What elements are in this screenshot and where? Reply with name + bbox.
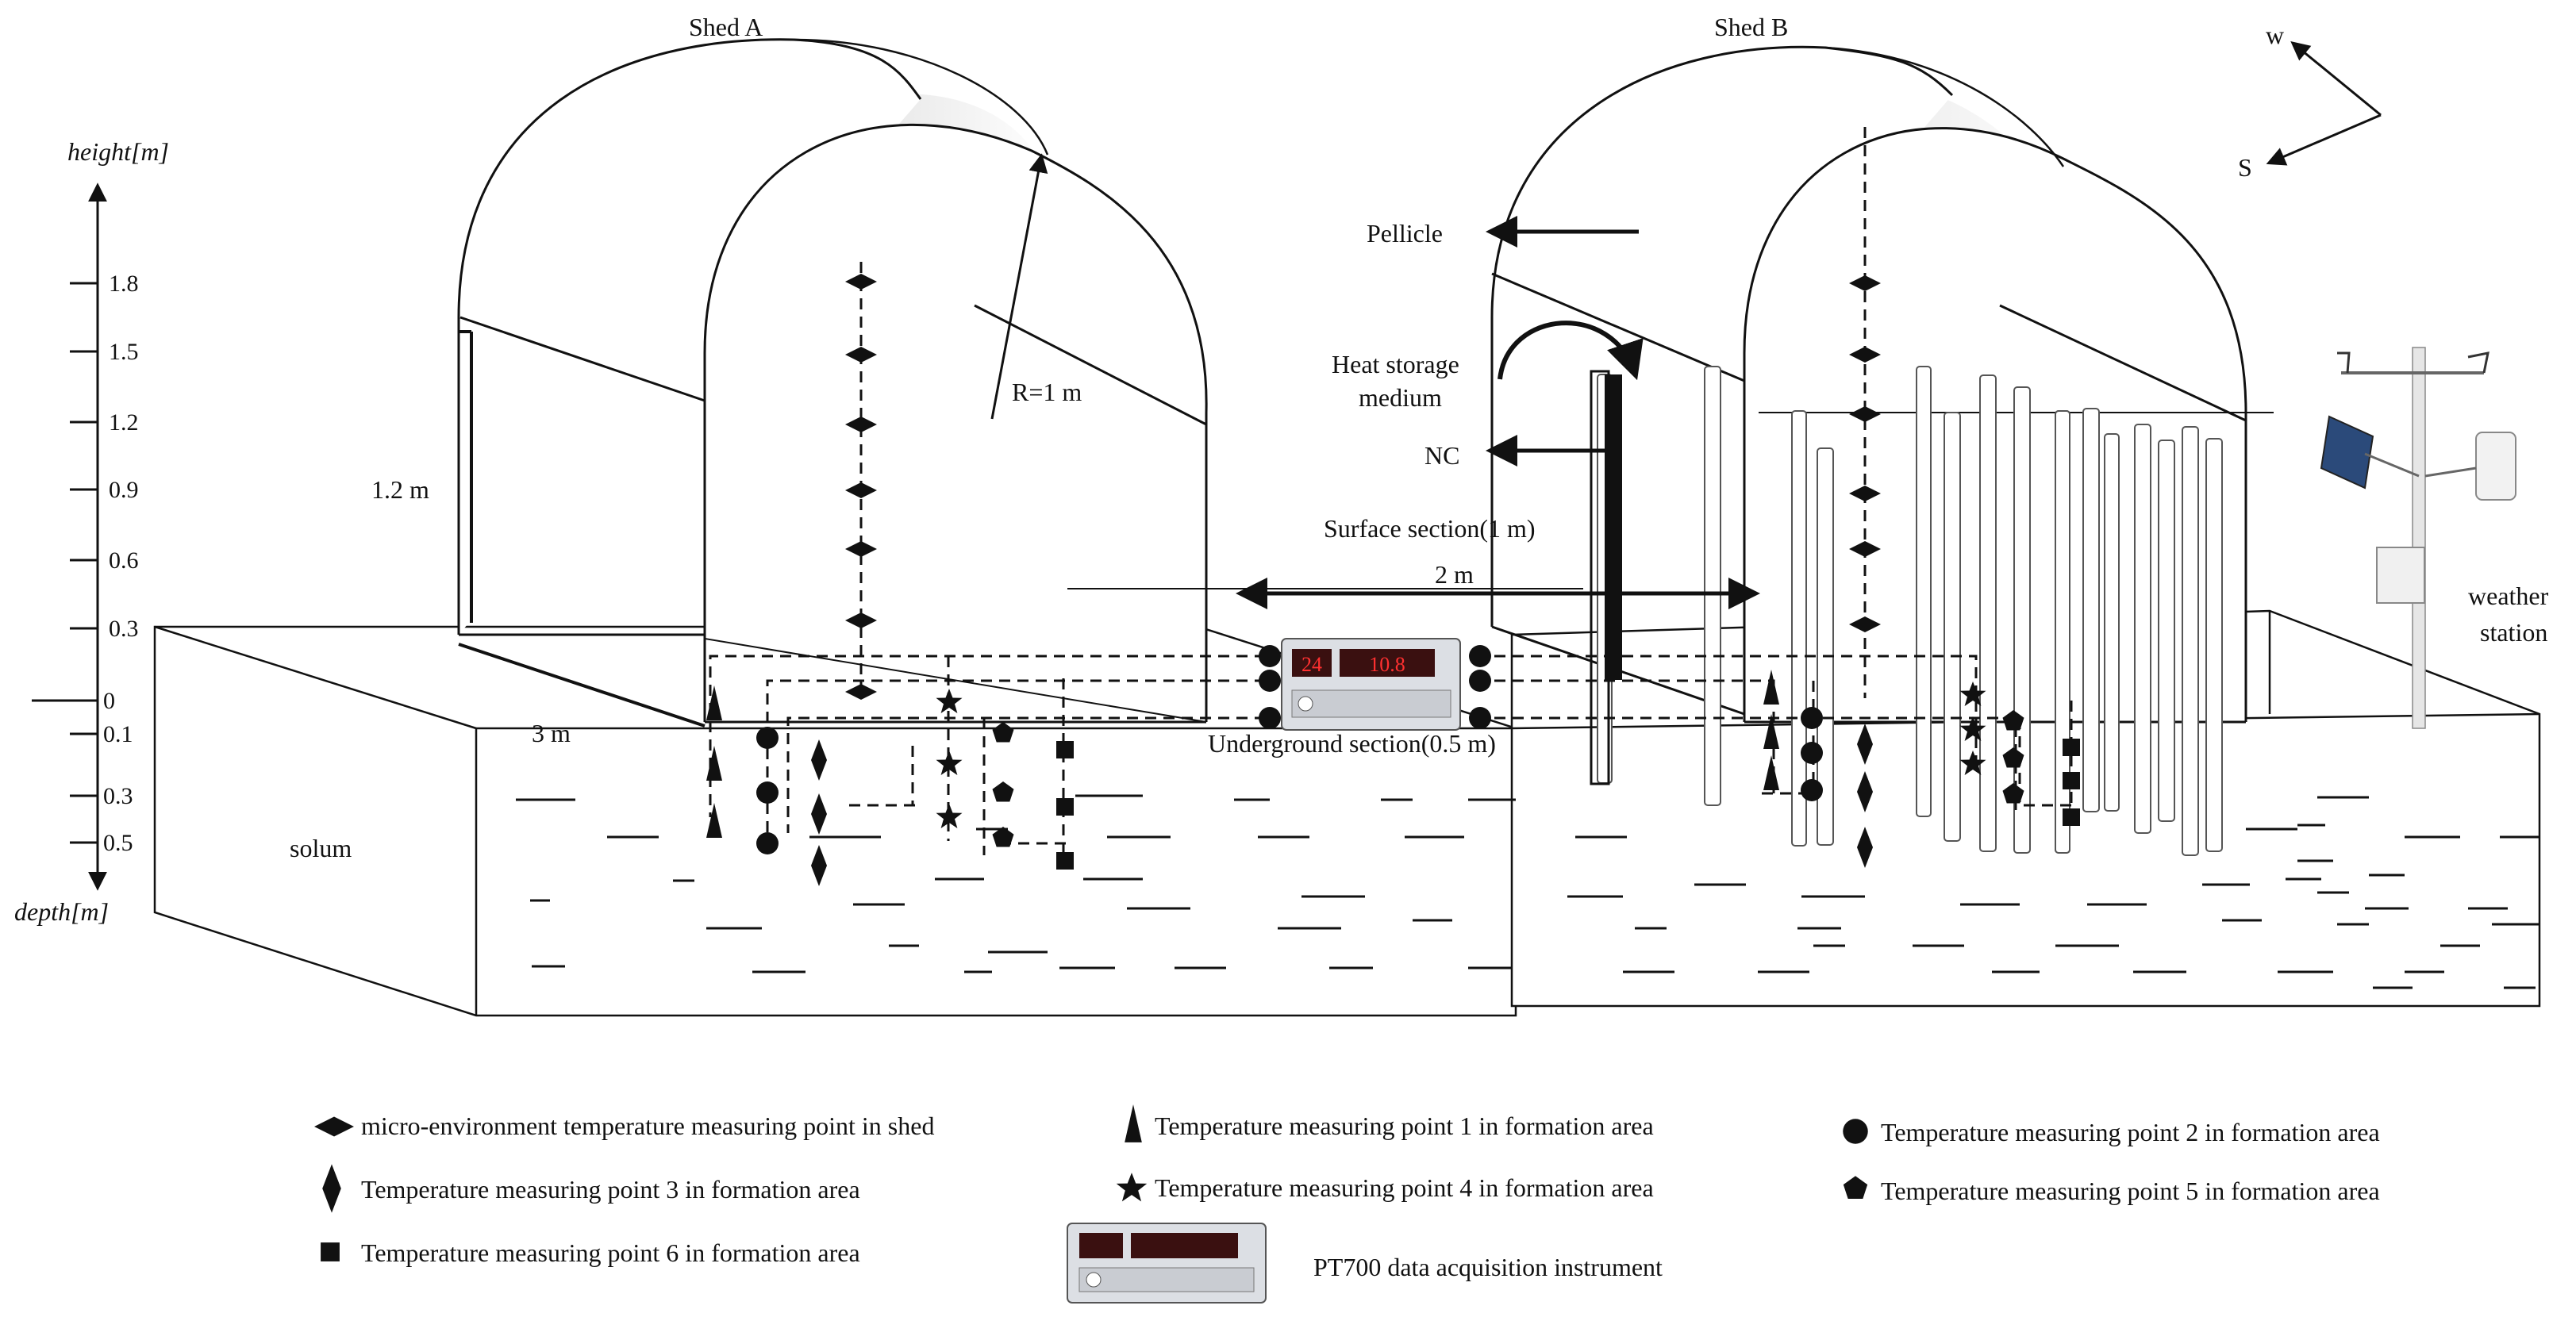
legend-point4: Temperature measuring point 4 in formati…: [1155, 1173, 1654, 1202]
legend-micro-env: micro-environment temperature measuring …: [361, 1112, 934, 1140]
tick-1-8: 1.8: [109, 271, 139, 297]
shed-a: [457, 38, 1208, 728]
height-axis-label: height[m]: [67, 137, 169, 166]
tick-1-5: 1.5: [109, 339, 139, 365]
spacing-label: 2 m: [1435, 560, 1474, 589]
tick-depth-0-1: 0.1: [103, 721, 133, 747]
shed-b-label: Shed B: [1714, 13, 1788, 41]
tick-depth-0-3: 0.3: [103, 783, 133, 809]
legend-point3: Temperature measuring point 3 in formati…: [361, 1175, 860, 1204]
instrument-display-left: 24: [1301, 653, 1322, 676]
legend-pt700: PT700 data acquisition instrument: [1313, 1253, 1663, 1281]
weather-label-1: weather: [2468, 582, 2549, 610]
shed-length-label: 3 m: [532, 719, 571, 747]
weather-station: [2320, 347, 2516, 729]
legend-point5: Temperature measuring point 5 in formati…: [1881, 1177, 2380, 1205]
nc-label: NC: [1424, 441, 1459, 470]
legend-point1: Temperature measuring point 1 in formati…: [1155, 1112, 1654, 1140]
tick-0-3: 0.3: [109, 616, 139, 642]
arrows: [88, 40, 2382, 891]
legend-point6: Temperature measuring point 6 in formati…: [361, 1238, 860, 1267]
labels: Shed A Shed B w S height[m] depth[m] 1.8…: [14, 13, 2549, 926]
compass-w: w: [2266, 21, 2284, 49]
underground-section-label: Underground section(0.5 m): [1208, 729, 1496, 758]
legend-point2: Temperature measuring point 2 in formati…: [1881, 1118, 2380, 1146]
axis-ticks: [32, 282, 98, 844]
solum-label: solum: [290, 834, 352, 862]
shed-a-label: Shed A: [689, 13, 763, 41]
tick-depth-0-5: 0.5: [103, 830, 133, 856]
radius-label: R=1 m: [1012, 378, 1082, 406]
pt700-instrument: 24 10.8: [1281, 638, 1461, 731]
legend: micro-environment temperature measuring …: [314, 1104, 2380, 1304]
heat-storage-label-2: medium: [1359, 383, 1442, 412]
depth-axis-label: depth[m]: [14, 897, 109, 926]
compass-s: S: [2238, 153, 2252, 182]
weather-label-2: station: [2480, 618, 2547, 647]
surface-section-label: Surface section(1 m): [1324, 514, 1536, 543]
tick-1-2: 1.2: [109, 409, 139, 436]
tick-0-9: 0.9: [109, 477, 139, 503]
legend-instrument-icon: [1067, 1223, 1267, 1304]
instrument-display-right: 10.8: [1369, 653, 1405, 676]
shed-height-label: 1.2 m: [371, 475, 429, 504]
tick-zero: 0: [103, 688, 115, 714]
pellicle-label: Pellicle: [1367, 219, 1443, 248]
soil-hatching: [516, 794, 2539, 989]
tick-0-6: 0.6: [109, 547, 139, 574]
heat-storage-label-1: Heat storage: [1332, 350, 1459, 378]
